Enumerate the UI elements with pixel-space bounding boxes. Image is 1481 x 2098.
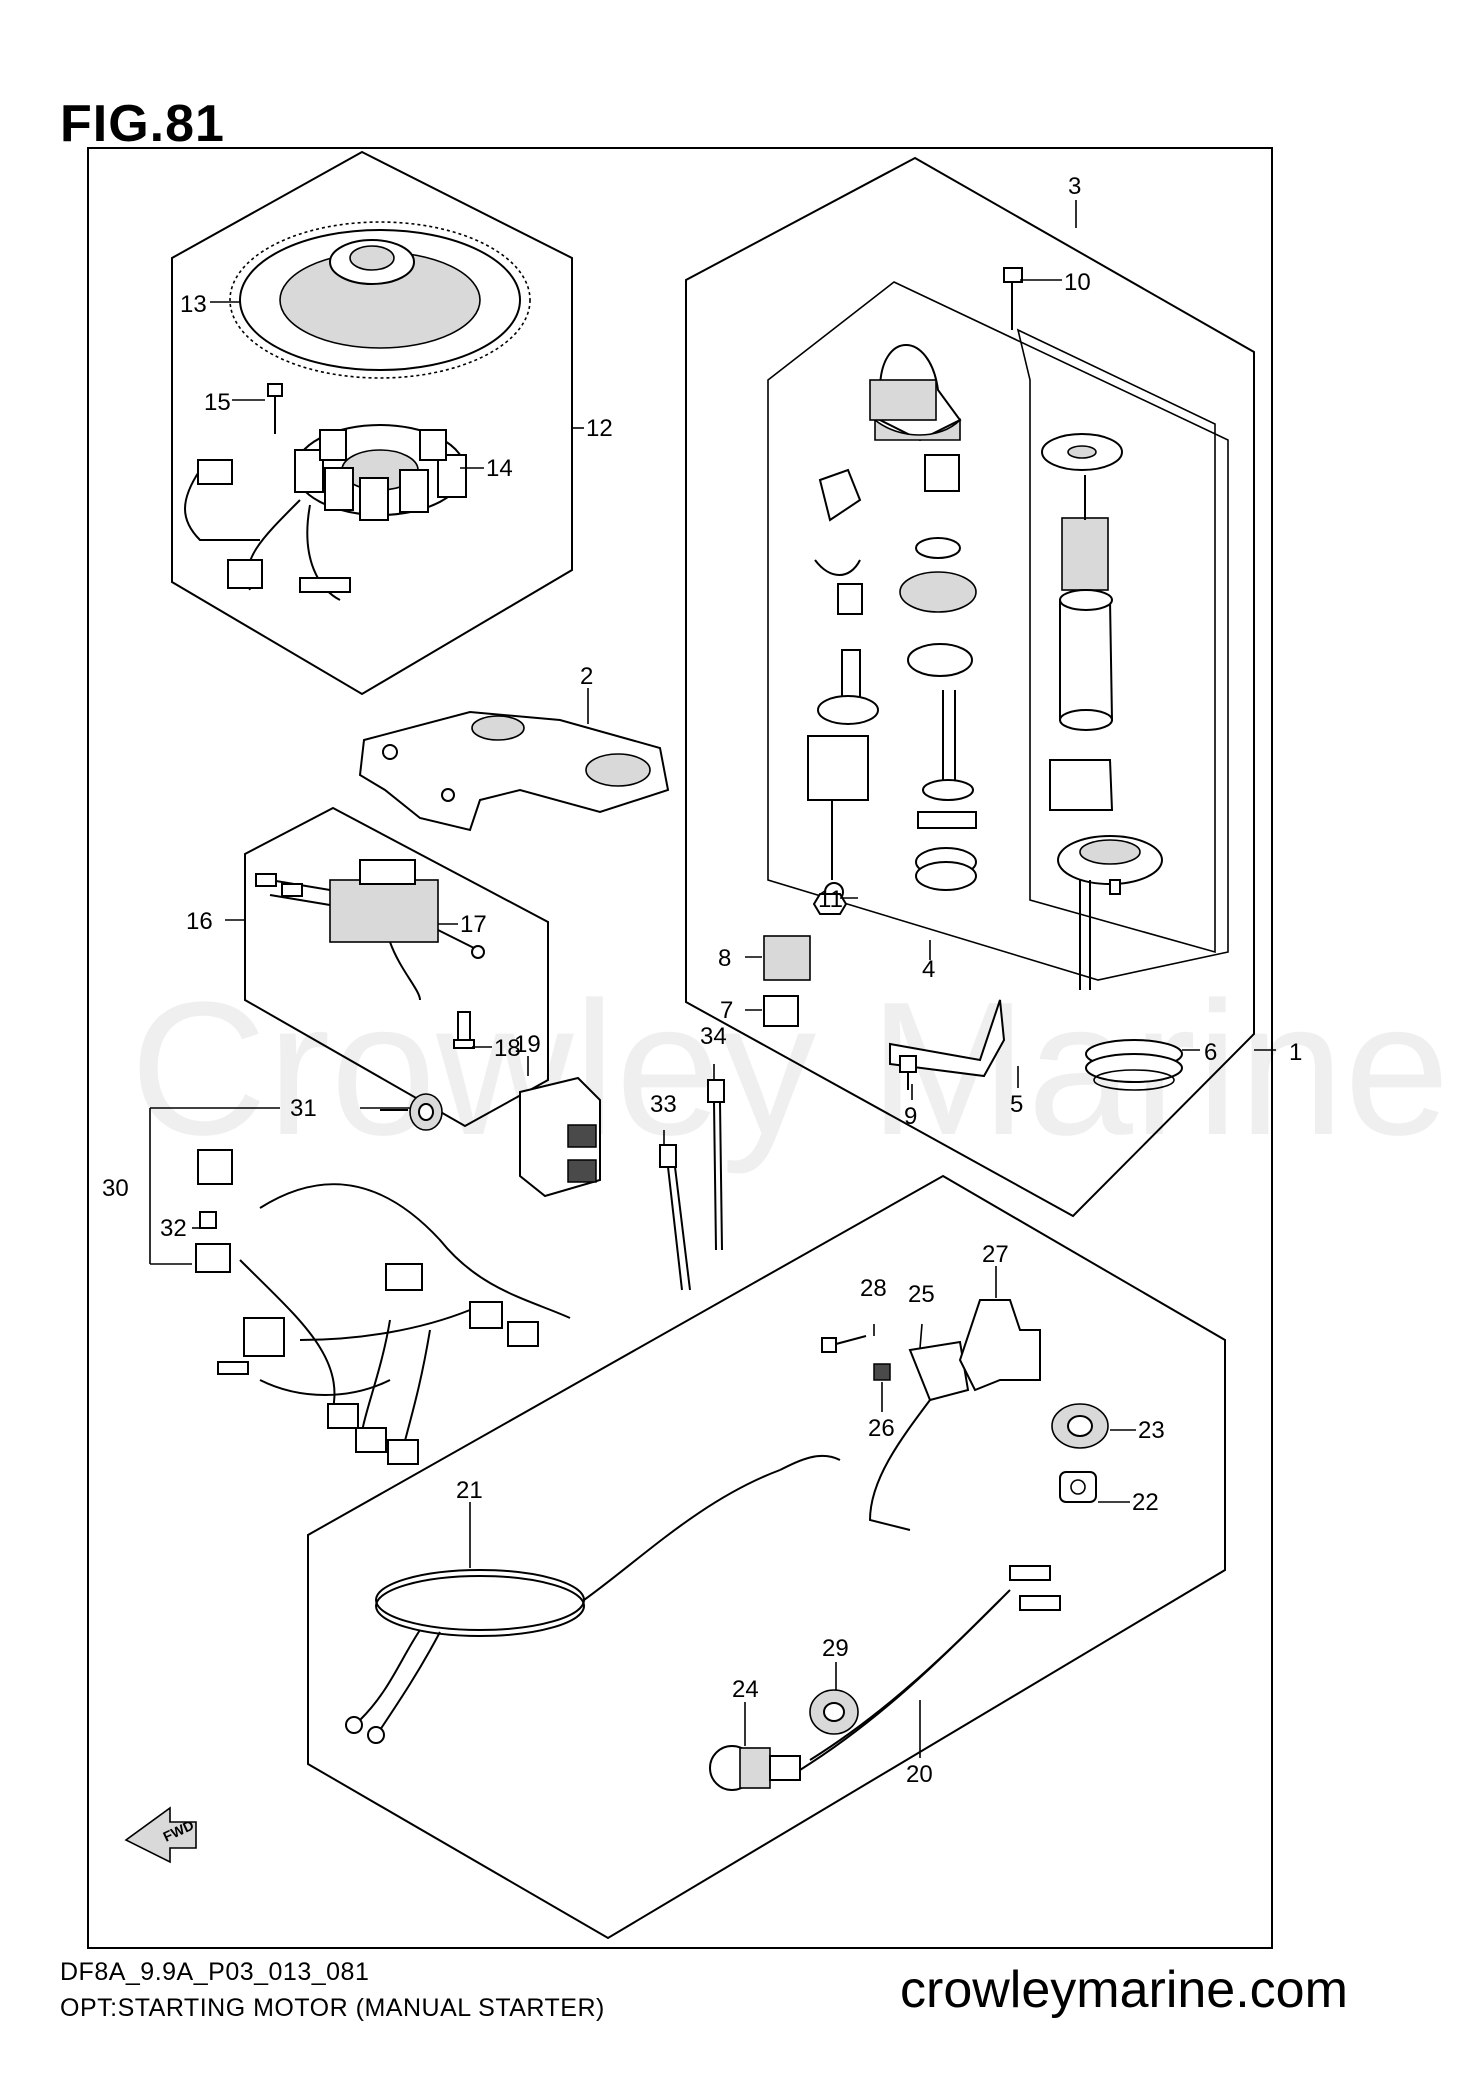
figure-description: OPT:STARTING MOTOR (MANUAL STARTER)	[60, 1994, 605, 2022]
cable-tie-part-33	[659, 1144, 691, 1291]
callout-11: 11	[818, 886, 843, 913]
solenoid-assy	[807, 468, 879, 902]
figure-title: FIG.81	[60, 95, 225, 153]
callout-15: 15	[204, 389, 231, 416]
callout-21: 21	[456, 1477, 483, 1504]
cable-part-20	[799, 1565, 1061, 1771]
figure-code: DF8A_9.9A_P03_013_081	[60, 1958, 370, 1986]
callout-29: 29	[822, 1635, 849, 1662]
plate-part-22	[1059, 1471, 1097, 1503]
harness-part-30	[195, 1149, 571, 1465]
grommet-part-29	[809, 1689, 859, 1735]
ring-part-6	[1085, 1039, 1183, 1091]
motor-housing-part-3	[869, 344, 962, 442]
callout-6: 6	[1204, 1039, 1217, 1066]
callout-32: 32	[160, 1215, 187, 1242]
callout-24: 24	[732, 1676, 759, 1703]
fwd-arrow-icon: FWD	[124, 1806, 197, 1864]
stator-part-14	[184, 424, 467, 601]
callout-27: 27	[982, 1241, 1009, 1268]
callout-2: 2	[580, 663, 593, 690]
cap-part-32	[199, 1211, 217, 1229]
relay-part-8	[763, 935, 811, 981]
switch-part-25	[868, 1340, 970, 1531]
bracket-part-2	[358, 710, 670, 832]
key-switch-part-24	[709, 1745, 801, 1791]
callout-22: 22	[1132, 1489, 1159, 1516]
callout-18: 18	[494, 1035, 521, 1062]
callout-33: 33	[650, 1091, 677, 1118]
nut-part-11	[812, 893, 848, 915]
gear-assy	[899, 454, 977, 891]
cable-part-21	[345, 1454, 841, 1744]
cable-tie-part-34	[707, 1079, 725, 1251]
callout-13: 13	[180, 291, 207, 318]
callout-17: 17	[460, 911, 487, 938]
group-box-3	[1016, 328, 1216, 954]
callout-28: 28	[860, 1275, 887, 1302]
callout-12: 12	[586, 415, 613, 442]
relay-part-19	[519, 1076, 601, 1198]
callout-9: 9	[904, 1103, 917, 1130]
grommet-part-31	[380, 1093, 443, 1131]
group-box-1	[685, 156, 1255, 1218]
callout-20: 20	[906, 1761, 933, 1788]
callout-14: 14	[486, 455, 513, 482]
flywheel-part-13	[229, 221, 531, 379]
diagram-frame	[87, 147, 1273, 1949]
callout-5: 5	[1010, 1091, 1023, 1118]
callout-16: 16	[186, 908, 213, 935]
leader-lines	[192, 200, 1276, 1758]
callout-25: 25	[908, 1281, 935, 1308]
group-box-4	[767, 281, 1229, 981]
armature-assy	[1041, 433, 1163, 990]
bolt-part-10	[1003, 267, 1023, 330]
screw-part-28	[821, 1335, 867, 1353]
relay-part-7	[763, 995, 799, 1027]
bolt-part-9	[899, 1055, 917, 1090]
regulator-part-17	[255, 859, 485, 1001]
callout-30: 30	[102, 1175, 129, 1202]
callout-34: 34	[700, 1023, 727, 1050]
bolt-part-15	[267, 383, 283, 434]
group-box-12	[171, 150, 573, 696]
group-box-20	[307, 1174, 1226, 1940]
callout-4: 4	[922, 956, 935, 983]
callout-26: 26	[868, 1415, 895, 1442]
bracket-part-27	[958, 1299, 1041, 1392]
cap-part-26	[873, 1363, 891, 1381]
bracket-part-5	[889, 999, 1006, 1078]
screw-part-18	[453, 1011, 475, 1049]
callout-31: 31	[290, 1095, 317, 1122]
callout-7: 7	[720, 997, 733, 1024]
callout-8: 8	[718, 945, 731, 972]
website-link[interactable]: crowleymarine.com	[900, 1961, 1348, 2019]
grommet-part-23	[1051, 1403, 1109, 1449]
callout-10: 10	[1064, 269, 1091, 296]
callout-3: 3	[1068, 173, 1081, 200]
group-box-16	[244, 806, 549, 1128]
callout-1: 1	[1289, 1039, 1302, 1066]
callout-23: 23	[1138, 1417, 1165, 1444]
callout-19: 19	[514, 1031, 541, 1058]
